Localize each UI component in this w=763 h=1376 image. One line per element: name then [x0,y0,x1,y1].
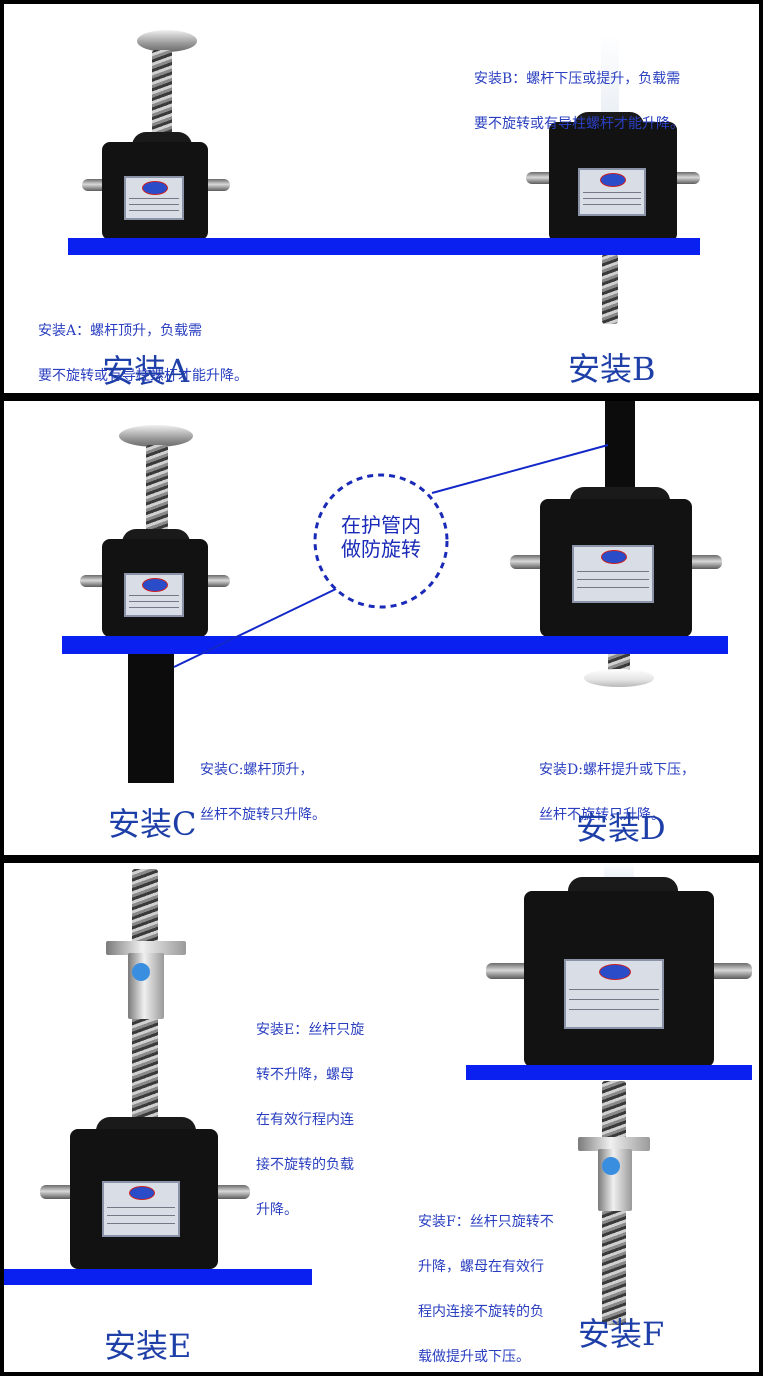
nut-body-e [128,953,164,1019]
desc-e-line3: 在有效行程内连 [256,1112,354,1128]
desc-f-line3: 程内连接不旋转的负 [418,1304,544,1320]
desc-e-line2: 转不升降，螺母 [256,1067,354,1083]
mount-plate-a-b [68,238,700,255]
desc-c-line2: 丝杆不旋转只升降。 [200,807,326,823]
protection-tube-d [605,401,635,497]
screw-b [602,254,618,324]
lift-plate-a [137,30,197,52]
callout-line1: 在护管内 [341,513,421,537]
nameplate-d [572,545,654,603]
input-shaft-left-b [526,172,556,184]
desc-d-line2: 丝杆不旋转只升降。 [539,807,665,823]
desc-a-line2: 要不旋转或有导柱螺杆才能升降。 [38,368,248,384]
input-shaft-right-e [210,1185,250,1199]
title-install-a: 安装A [102,352,190,390]
screw-c [146,445,168,545]
callout-dashed-circle [313,473,449,609]
desc-install-f: 安装F：丝杆只旋转不 升降，螺母在有效行 程内连接不旋转的负 载做提升或下压。 [418,1185,554,1372]
desc-f-line1: 安装F：丝杆只旋转不 [418,1214,554,1230]
input-shaft-right-f [708,963,752,979]
input-shaft-left-f [486,963,530,979]
panel-install-a-b: 安装B：螺杆下压或提升，负载需 要不旋转或有导柱螺杆才能升降。 安装A：螺杆顶升… [4,4,759,393]
input-shaft-right-b [670,172,700,184]
nut-flange-e [106,941,186,955]
nut-flange-f [578,1137,650,1151]
panel-install-e-f: 安装E：丝杆只旋 转不升降，螺母 在有效行程内连 接不旋转的负载 升降。 安装F… [4,863,759,1372]
desc-b-line1: 安装B：螺杆下压或提升，负载需 [474,71,681,87]
title-install-d: 安装D [576,809,666,847]
desc-install-d: 安装D:螺杆提升或下压， 丝杆不旋转只升降。 [539,733,695,853]
screw-a [152,50,172,140]
callout-connector-lines [173,444,609,668]
desc-install-b: 安装B：螺杆下压或提升，负载需 要不旋转或有导柱螺杆才能升降。 [474,42,684,162]
input-shaft-left-d [510,555,548,569]
title-install-c: 安装C [108,805,197,843]
desc-f-line4: 载做提升或下压。 [418,1349,530,1365]
nameplate-c [124,573,184,617]
desc-f-line2: 升降，螺母在有效行 [418,1259,544,1275]
desc-install-e: 安装E：丝杆只旋 转不升降，螺母 在有效行程内连 接不旋转的负载 升降。 [256,993,364,1248]
callout-text: 在护管内 做防旋转 [318,513,444,561]
mount-plate-e [4,1269,312,1285]
nameplate-e [102,1181,180,1237]
mount-plate-f [466,1065,752,1080]
protection-tube-c [128,651,174,783]
lift-plate-d [584,669,654,687]
nut-dot-f [602,1157,620,1175]
screw-glow-b [601,34,619,124]
desc-e-line4: 接不旋转的负载 [256,1157,354,1173]
desc-d-line1: 安装D:螺杆提升或下压， [539,762,695,778]
desc-install-c: 安装C:螺杆顶升， 丝杆不旋转只升降。 [200,733,326,853]
desc-install-a: 安装A：螺杆顶升，负载需 要不旋转或有导柱螺杆才能升降。 [38,294,248,393]
callout-line2: 做防旋转 [341,537,421,561]
nameplate-a [124,176,184,220]
title-install-f: 安装F [578,1315,665,1353]
callout-line-to-c [173,586,341,668]
input-shaft-right-d [684,555,722,569]
nut-dot-e [132,963,150,981]
nameplate-b [578,168,646,216]
desc-a-line1: 安装A：螺杆顶升，负载需 [38,323,203,339]
nameplate-f [564,959,664,1029]
desc-b-line2: 要不旋转或有导柱螺杆才能升降。 [474,116,684,132]
desc-c-line1: 安装C:螺杆顶升， [200,762,314,778]
panel-install-c-d: 在护管内 做防旋转 安装C:螺杆顶升， 丝杆不旋转只升降。 安装D:螺杆提升或下… [4,401,759,855]
title-install-b: 安装B [568,350,656,388]
desc-e-line1: 安装E：丝杆只旋 [256,1022,365,1038]
title-install-e: 安装E [104,1327,192,1365]
lift-plate-c [119,425,193,447]
desc-e-line5: 升降。 [256,1202,298,1218]
callout-line-to-d [431,444,609,494]
